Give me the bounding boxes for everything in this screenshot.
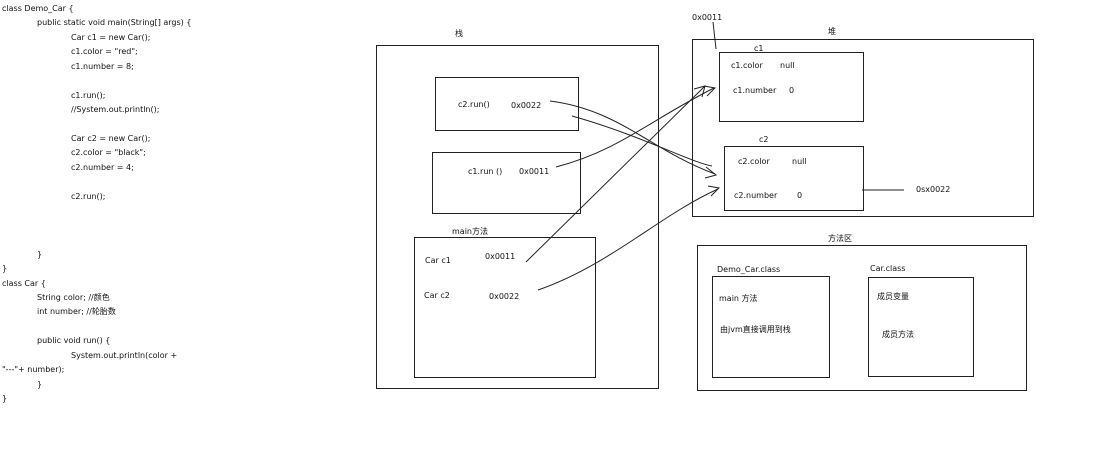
code-line: } xyxy=(2,394,8,403)
stack-frame-c2-run xyxy=(435,77,579,131)
heap-address-label: 0x0011 xyxy=(692,13,723,22)
class-box-demo-car xyxy=(712,276,830,378)
main-frame xyxy=(414,237,596,378)
code-line: System.out.println(color + xyxy=(71,351,178,360)
main-frame-title: main方法 xyxy=(452,227,488,236)
class-name: Car.class xyxy=(870,264,906,273)
method-area-title: 方法区 xyxy=(828,234,852,243)
heap-address-tick xyxy=(712,21,717,50)
code-line: String color; //颜色 xyxy=(37,293,110,302)
field-value: null xyxy=(792,157,807,166)
frame-address: 0x0011 xyxy=(519,167,550,176)
code-listing: class Demo_Car { public static void main… xyxy=(0,0,345,410)
code-line: c1.run(); xyxy=(71,91,106,100)
c2-address-label: 0sx0022 xyxy=(916,185,951,194)
code-line: "---"+ number); xyxy=(2,365,65,374)
class-name: Demo_Car.class xyxy=(717,265,781,274)
var-label: Car c1 xyxy=(425,256,451,265)
stack-frame-c1-run xyxy=(432,152,581,214)
code-line: public void run() { xyxy=(37,336,111,345)
stack-title: 栈 xyxy=(455,29,463,38)
class-item: 成员方法 xyxy=(882,330,914,339)
code-line: c2.color = "black"; xyxy=(71,148,146,157)
arrow-head xyxy=(693,85,706,98)
arrow-head xyxy=(707,185,721,197)
code-line: Car c2 = new Car(); xyxy=(71,134,151,143)
code-line: c2.run(); xyxy=(71,192,106,201)
arrow-c1-run-to-c1 xyxy=(555,87,715,168)
code-line: c2.number = 4; xyxy=(71,163,134,172)
code-line: Car c1 = new Car(); xyxy=(71,33,151,42)
code-line: } xyxy=(2,264,8,273)
heap-object-c1 xyxy=(719,52,864,122)
field-name: c1.number xyxy=(733,86,777,95)
code-line: } xyxy=(37,250,43,259)
stack-region xyxy=(376,45,659,389)
arrow-main-c2-to-c2 xyxy=(537,188,719,291)
arrow-head xyxy=(703,85,717,97)
class-item: 成员变量 xyxy=(877,292,909,301)
field-value: 0 xyxy=(797,191,803,200)
object-name: c2 xyxy=(759,135,769,144)
field-name: c2.color xyxy=(738,157,770,166)
code-line: c1.color = "red"; xyxy=(71,47,138,56)
field-name: c1.color xyxy=(731,61,763,70)
field-value: null xyxy=(780,61,795,70)
var-label: Car c2 xyxy=(424,291,450,300)
heap-region xyxy=(692,39,1034,217)
method-area-region xyxy=(697,245,1027,391)
frame-label: c2.run() xyxy=(458,100,490,109)
code-line: c1.number = 8; xyxy=(71,62,134,71)
object-name: c1 xyxy=(754,44,764,53)
arrow-crossing xyxy=(571,115,713,167)
arrow-head xyxy=(704,166,718,179)
frame-address: 0x0022 xyxy=(511,101,542,110)
field-name: c2.number xyxy=(734,191,778,200)
heap-title: 堆 xyxy=(828,27,836,36)
code-line: } xyxy=(37,380,43,389)
class-item: main 方法 xyxy=(719,294,758,303)
code-line: class Car { xyxy=(2,279,46,288)
frame-label: c1.run () xyxy=(468,167,503,176)
arrow-c2-run-to-c2 xyxy=(549,100,716,175)
var-address: 0x0022 xyxy=(489,292,520,301)
heap-object-c2 xyxy=(724,146,864,211)
code-line: //System.out.println(); xyxy=(71,105,160,114)
code-line: class Demo_Car { xyxy=(2,4,74,13)
code-line: public static void main(String[] args) { xyxy=(37,18,192,27)
field-value: 0 xyxy=(789,86,795,95)
arrow-main-c1-to-c1 xyxy=(525,85,706,263)
code-line: int number; //轮胎数 xyxy=(37,307,116,316)
var-address: 0x0011 xyxy=(485,252,516,261)
class-box-car xyxy=(868,277,974,377)
class-item: 由jvm直接调用到栈 xyxy=(720,325,791,334)
